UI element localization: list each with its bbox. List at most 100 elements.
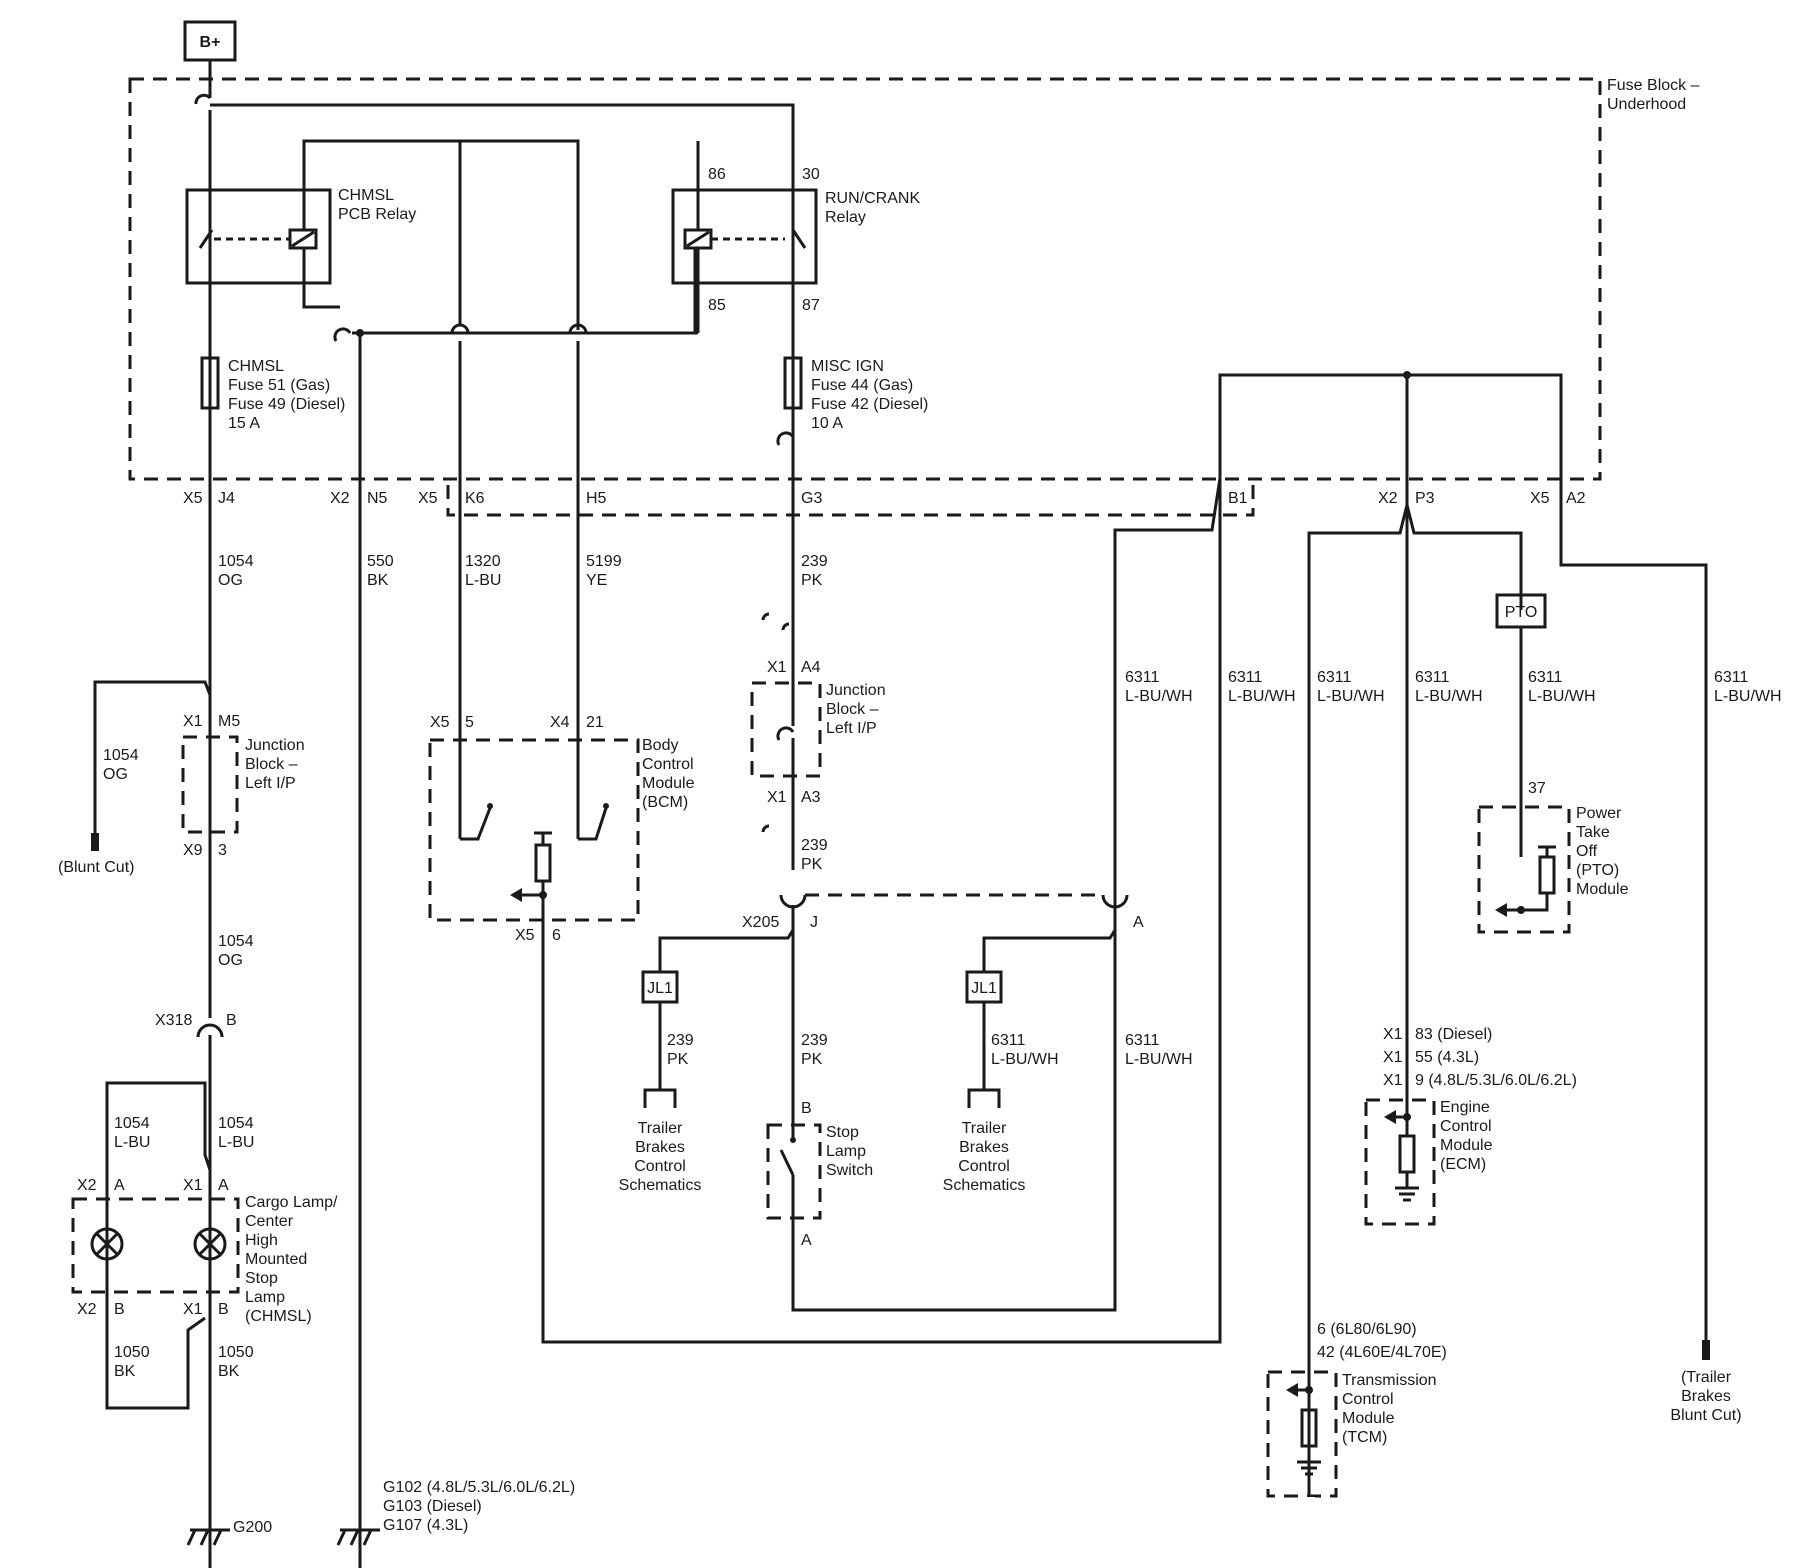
misc-fuse-l4: 10 A xyxy=(811,415,843,432)
pto-l3: Off xyxy=(1576,843,1598,860)
w1320-color: L-BU xyxy=(465,572,501,589)
blunt-cut-label: (Blunt Cut) xyxy=(58,859,134,876)
jbm-x1-a4-a: X1 xyxy=(767,659,787,676)
bcm-x5-5-a: X5 xyxy=(430,714,450,731)
pto-l2: Take xyxy=(1576,824,1610,841)
wire-239-lower xyxy=(791,905,1117,1312)
chmsl-relay-label-2: PCB Relay xyxy=(338,206,416,223)
w239-mid-num: 239 xyxy=(801,837,828,854)
pin-x2-n5-b: N5 xyxy=(367,490,388,507)
pto-resistor xyxy=(1538,855,1556,895)
chmsl-fuse-l4: 15 A xyxy=(228,415,260,432)
stop-switch-l1: Stop xyxy=(826,1124,859,1141)
chmsl-coil-feed xyxy=(302,139,580,330)
jbl-wire-color: OG xyxy=(103,766,128,783)
ecm-outline xyxy=(1364,1098,1436,1226)
relay-pin-85: 85 xyxy=(708,297,726,314)
trailer-left-l4: Schematics xyxy=(619,1177,702,1194)
pto-pin: 37 xyxy=(1528,780,1546,797)
bcm-resistor xyxy=(534,843,552,883)
pin-x2-p3-a: X2 xyxy=(1378,490,1398,507)
trailer-right-l2: Brakes xyxy=(959,1139,1009,1156)
bcm-input-arrow xyxy=(520,881,545,897)
ecm-pin2-a: X1 xyxy=(1383,1049,1403,1066)
x205-label: X205 xyxy=(742,914,779,931)
ecm-pin2-b: 55 (4.3L) xyxy=(1415,1049,1479,1066)
pto-splice xyxy=(1517,906,1525,914)
jl1-right-wire-color: L-BU/WH xyxy=(991,1051,1059,1068)
trailer-blunt-end xyxy=(1702,1340,1710,1360)
bcm-l3: Module xyxy=(642,775,695,792)
w1050-right-num: 1050 xyxy=(218,1344,254,1361)
run-crank-relay-box xyxy=(671,188,818,285)
bcm-x5-6-a: X5 xyxy=(515,927,535,944)
w5199-color: YE xyxy=(586,572,607,589)
w1054-lbu-left-num: 1054 xyxy=(114,1115,150,1132)
cargo-x1a-a: X1 xyxy=(183,1177,203,1194)
switch-wire-num: 239 xyxy=(801,1032,828,1049)
blunt-cut-end xyxy=(91,833,99,851)
w1054-og-lower-color: OG xyxy=(218,952,243,969)
fuse-block-outline xyxy=(128,77,1602,481)
w1054-lbu-right-num: 1054 xyxy=(218,1115,254,1132)
jbm-x1-a3-a: X1 xyxy=(767,789,787,806)
misc-fuse-l3: Fuse 42 (Diesel) xyxy=(811,396,928,413)
cargo-lamp-bulb-left xyxy=(90,1227,124,1261)
w6311-f-color: L-BU/WH xyxy=(1714,688,1782,705)
jl1-right-wire-num: 6311 xyxy=(991,1032,1026,1049)
tcm-l3: Module xyxy=(1342,1410,1395,1427)
trailer-blunt-l3: Blunt Cut) xyxy=(1670,1407,1741,1424)
tcm-outline xyxy=(1266,1370,1338,1498)
pto-arrowhead xyxy=(1495,903,1507,917)
cargo-x1a-b: A xyxy=(218,1177,229,1194)
trailer-right-l3: Control xyxy=(958,1158,1010,1175)
pin-x5-a2-a: X5 xyxy=(1530,490,1550,507)
ecm-arrowhead xyxy=(1384,1110,1396,1124)
battery-positive-label: B+ xyxy=(200,34,221,51)
pin-x5-k6-b: K6 xyxy=(465,490,485,507)
x205-pin-a: A xyxy=(1133,914,1144,931)
ecm-pin1-a: X1 xyxy=(1383,1026,1403,1043)
w239-mid-color: PK xyxy=(801,856,823,873)
pin-x5-a2-b: A2 xyxy=(1566,490,1586,507)
jbm-l1: Junction xyxy=(826,682,886,699)
ecm-l3: Module xyxy=(1440,1137,1493,1154)
cargo-lamp-bulb-right xyxy=(193,1227,227,1261)
w6311-f-num: 6311 xyxy=(1714,669,1749,686)
tcm-pin-2: 42 (4L60E/4L70E) xyxy=(1317,1344,1447,1361)
trailer-left-connector-icon xyxy=(643,1088,677,1108)
bcm-x5-6-b: 6 xyxy=(552,927,561,944)
relay-pin-30: 30 xyxy=(802,166,820,183)
stop-switch-l2: Lamp xyxy=(826,1143,866,1160)
w1054-og-num: 1054 xyxy=(218,553,254,570)
jbm-l3: Left I/P xyxy=(826,720,877,737)
ecm-ground-icon xyxy=(1395,1117,1419,1202)
w6311-c-color: L-BU/WH xyxy=(1317,688,1385,705)
chmsl-relay-coil-diag xyxy=(291,230,315,248)
w6311-a-color: L-BU/WH xyxy=(1125,688,1193,705)
bcm-l2: Control xyxy=(642,756,694,773)
pin-x5-j4-a: X5 xyxy=(183,490,203,507)
p3-branch xyxy=(1307,504,1523,1568)
pto-resistor-feed xyxy=(1505,845,1556,912)
misc-fuse-l2: Fuse 44 (Gas) xyxy=(811,377,913,394)
bcm-outline xyxy=(428,738,640,922)
w1320-num: 1320 xyxy=(465,553,501,570)
x5-connector-dash xyxy=(446,485,1255,517)
w1054-lbu-left-color: L-BU xyxy=(114,1134,150,1151)
trailer-right-connector-icon xyxy=(967,1088,1001,1108)
switch-wire-color: PK xyxy=(801,1051,823,1068)
chmsl-fuse xyxy=(200,356,220,410)
g102-l1: G102 (4.8L/5.3L/6.0L/6.2L) xyxy=(383,1479,575,1496)
g102-l3: G107 (4.3L) xyxy=(383,1517,468,1534)
pin-x5-j4-b: J4 xyxy=(218,490,235,507)
run-crank-relay-coil-diag xyxy=(686,230,710,248)
stop-switch-pivot xyxy=(790,1137,796,1143)
ecm-pin1-b: 83 (Diesel) xyxy=(1415,1026,1492,1043)
bcm-switch-1-pivot xyxy=(487,803,493,809)
jbm-hop xyxy=(776,726,795,741)
ecm-pin3-a: X1 xyxy=(1383,1072,1403,1089)
stop-switch-gap-mask xyxy=(788,1140,798,1202)
jbl-x9: X9 xyxy=(183,842,203,859)
